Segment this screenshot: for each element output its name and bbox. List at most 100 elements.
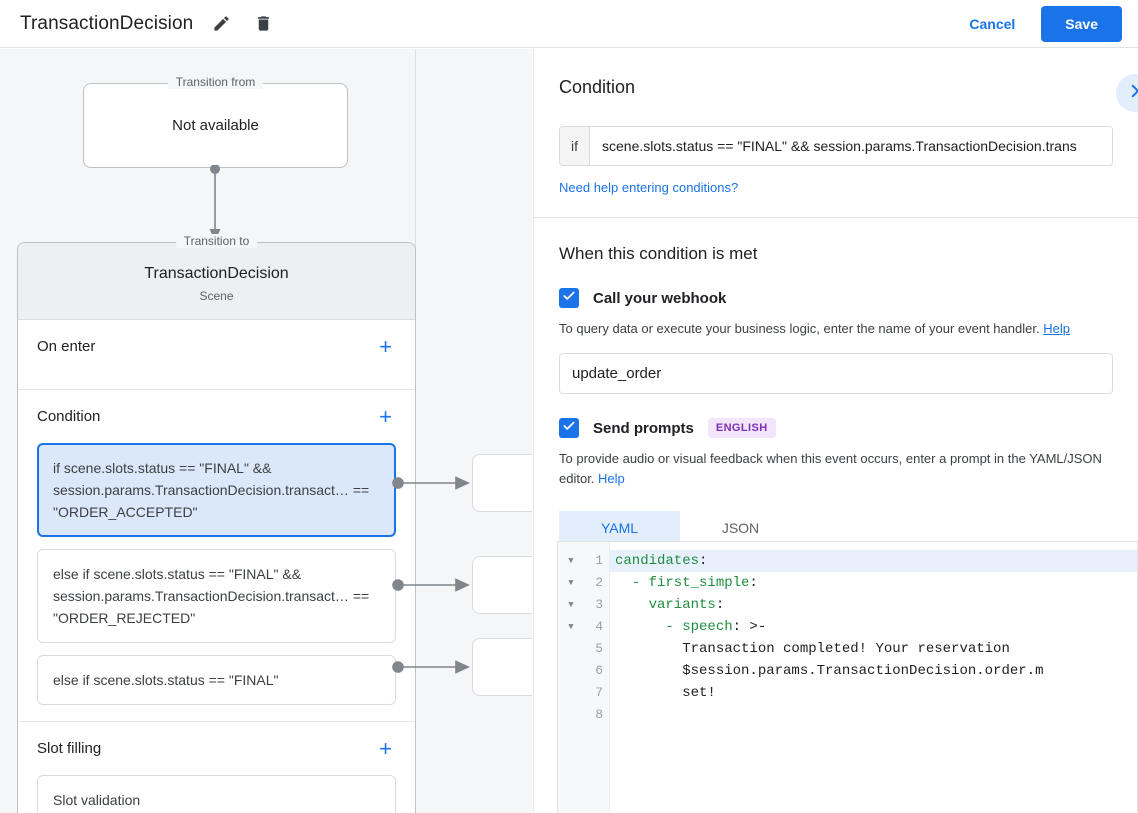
condition-card-3[interactable]: else if scene.slots.status == "FINAL" — [37, 655, 396, 705]
prompts-hint-text: To provide audio or visual feedback when… — [559, 451, 1102, 486]
section-label-slot-filling: Slot filling — [37, 740, 102, 757]
scene-name: TransactionDecision — [144, 265, 289, 282]
chevron-right-icon — [1126, 82, 1138, 105]
scene-card-header[interactable]: TransactionDecision Scene — [18, 243, 415, 320]
yaml-punct: : — [715, 597, 725, 613]
webhook-checkbox[interactable] — [559, 288, 579, 308]
webhook-handler-input[interactable] — [559, 353, 1113, 394]
webhook-help-link[interactable]: Help — [1043, 321, 1070, 336]
editor-fold-column: ▼ ▼ ▼ ▼ — [558, 542, 584, 813]
webhook-checkbox-row[interactable]: Call your webhook — [559, 288, 1113, 308]
when-condition-met-heading: When this condition is met — [559, 244, 758, 263]
transition-connector-arrow — [209, 165, 221, 241]
section-header-slot-filling: Slot filling + — [37, 722, 396, 775]
condition-card-2[interactable]: else if scene.slots.status == "FINAL" &&… — [37, 549, 396, 643]
yaml-code-editor[interactable]: ▼ ▼ ▼ ▼ 1 2 3 4 5 6 7 8 candidates: - fi… — [557, 541, 1138, 813]
section-label-condition: Condition — [37, 408, 101, 425]
section-on-enter: On enter + — [18, 320, 415, 390]
condition-expression-input[interactable] — [590, 127, 1112, 165]
webhook-hint: To query data or execute your business l… — [559, 319, 1113, 339]
panel-condition-section: Condition if Need help entering conditio… — [534, 49, 1138, 197]
yaml-key: variants — [615, 597, 716, 613]
yaml-punct: : >- — [732, 619, 767, 635]
code-line — [610, 704, 1137, 726]
section-label-on-enter: On enter — [37, 338, 96, 355]
section-header-condition: Condition + — [37, 390, 396, 443]
tab-json[interactable]: JSON — [721, 520, 760, 536]
fold-toggle-2[interactable]: ▼ — [568, 578, 574, 588]
checkmark-icon — [562, 419, 576, 438]
expand-panel-button[interactable] — [1116, 74, 1138, 112]
target-box-2[interactable] — [472, 556, 532, 614]
transition-from-value: Not available — [172, 117, 259, 134]
page-title: TransactionDecision — [20, 12, 194, 34]
code-line: - speech: >- — [610, 616, 1137, 638]
fold-toggle-4[interactable]: ▼ — [568, 622, 574, 632]
checkmark-icon — [562, 289, 576, 308]
webhook-label: Call your webhook — [593, 289, 727, 307]
section-slot-filling: Slot filling + Slot validation — [18, 722, 415, 813]
line-number: 4 — [595, 619, 603, 634]
line-number: 8 — [595, 707, 603, 722]
yaml-text: Transaction completed! Your reservation — [615, 641, 1010, 657]
yaml-punct: : — [749, 575, 758, 591]
language-badge: ENGLISH — [707, 418, 776, 438]
transition-to-legend: Transition to — [175, 234, 258, 248]
prompts-checkbox-row[interactable]: Send prompts ENGLISH — [559, 418, 1113, 438]
prompts-checkbox[interactable] — [559, 418, 579, 438]
scene-type: Scene — [199, 289, 234, 303]
yaml-key: - first_simple — [615, 575, 750, 591]
editor-code-area[interactable]: candidates: - first_simple: variants: - … — [610, 542, 1137, 813]
slot-validation-card[interactable]: Slot validation — [37, 775, 396, 813]
delete-button[interactable] — [249, 10, 277, 38]
save-button[interactable]: Save — [1041, 6, 1122, 42]
panel-title: Condition — [559, 77, 636, 97]
tab-yaml[interactable]: YAML — [559, 511, 680, 545]
panel-divider — [534, 217, 1138, 218]
code-line: $session.params.TransactionDecision.orde… — [610, 660, 1137, 682]
condition-card-1[interactable]: if scene.slots.status == "FINAL" && sess… — [37, 443, 396, 537]
when-condition-met-section: When this condition is met Call your web… — [534, 218, 1138, 545]
code-line: candidates: — [610, 550, 1137, 572]
yaml-key: candidates — [615, 553, 700, 569]
trash-icon — [254, 14, 273, 33]
fold-toggle-3[interactable]: ▼ — [568, 600, 574, 610]
line-number: 5 — [595, 641, 603, 656]
add-condition-button[interactable]: + — [379, 403, 392, 429]
add-on-enter-button[interactable]: + — [379, 333, 392, 359]
prompts-hint: To provide audio or visual feedback when… — [559, 449, 1113, 489]
code-line: - first_simple: — [610, 572, 1137, 594]
pencil-icon — [212, 14, 231, 33]
line-number: 6 — [595, 663, 603, 678]
code-line: variants: — [610, 594, 1137, 616]
line-number: 7 — [595, 685, 603, 700]
prompts-help-link[interactable]: Help — [598, 471, 625, 486]
code-line: set! — [610, 682, 1137, 704]
section-header-on-enter: On enter + — [37, 320, 396, 373]
fold-toggle-1[interactable]: ▼ — [568, 556, 574, 566]
webhook-hint-text: To query data or execute your business l… — [559, 321, 1040, 336]
line-number: 1 — [595, 553, 603, 568]
line-number: 3 — [595, 597, 603, 612]
scene-graph-canvas[interactable]: Transition from Not available Transition… — [0, 49, 532, 813]
transition-from-legend: Transition from — [167, 75, 264, 89]
condition-prefix-label: if — [560, 127, 590, 165]
cancel-button[interactable]: Cancel — [957, 8, 1027, 40]
condition-input-row[interactable]: if — [559, 126, 1113, 166]
editor-line-numbers: 1 2 3 4 5 6 7 8 — [584, 542, 610, 813]
condition-help-link[interactable]: Need help entering conditions? — [559, 180, 739, 195]
add-slot-filling-button[interactable]: + — [379, 735, 392, 761]
prompts-label: Send prompts — [593, 419, 694, 437]
scene-card: Transition to TransactionDecision Scene … — [17, 234, 416, 813]
yaml-key: - speech — [615, 619, 733, 635]
top-bar-actions: Cancel Save — [957, 0, 1122, 48]
line-number: 2 — [595, 575, 603, 590]
target-box-3[interactable] — [472, 638, 532, 696]
yaml-text: set! — [615, 685, 716, 701]
top-app-bar: TransactionDecision Cancel Save — [0, 0, 1138, 48]
editor-format-tabs: YAML JSON — [559, 511, 1113, 545]
target-box-1[interactable] — [472, 454, 532, 512]
code-line: Transaction completed! Your reservation — [610, 638, 1137, 660]
yaml-punct: : — [699, 553, 708, 569]
edit-button[interactable] — [207, 10, 235, 38]
